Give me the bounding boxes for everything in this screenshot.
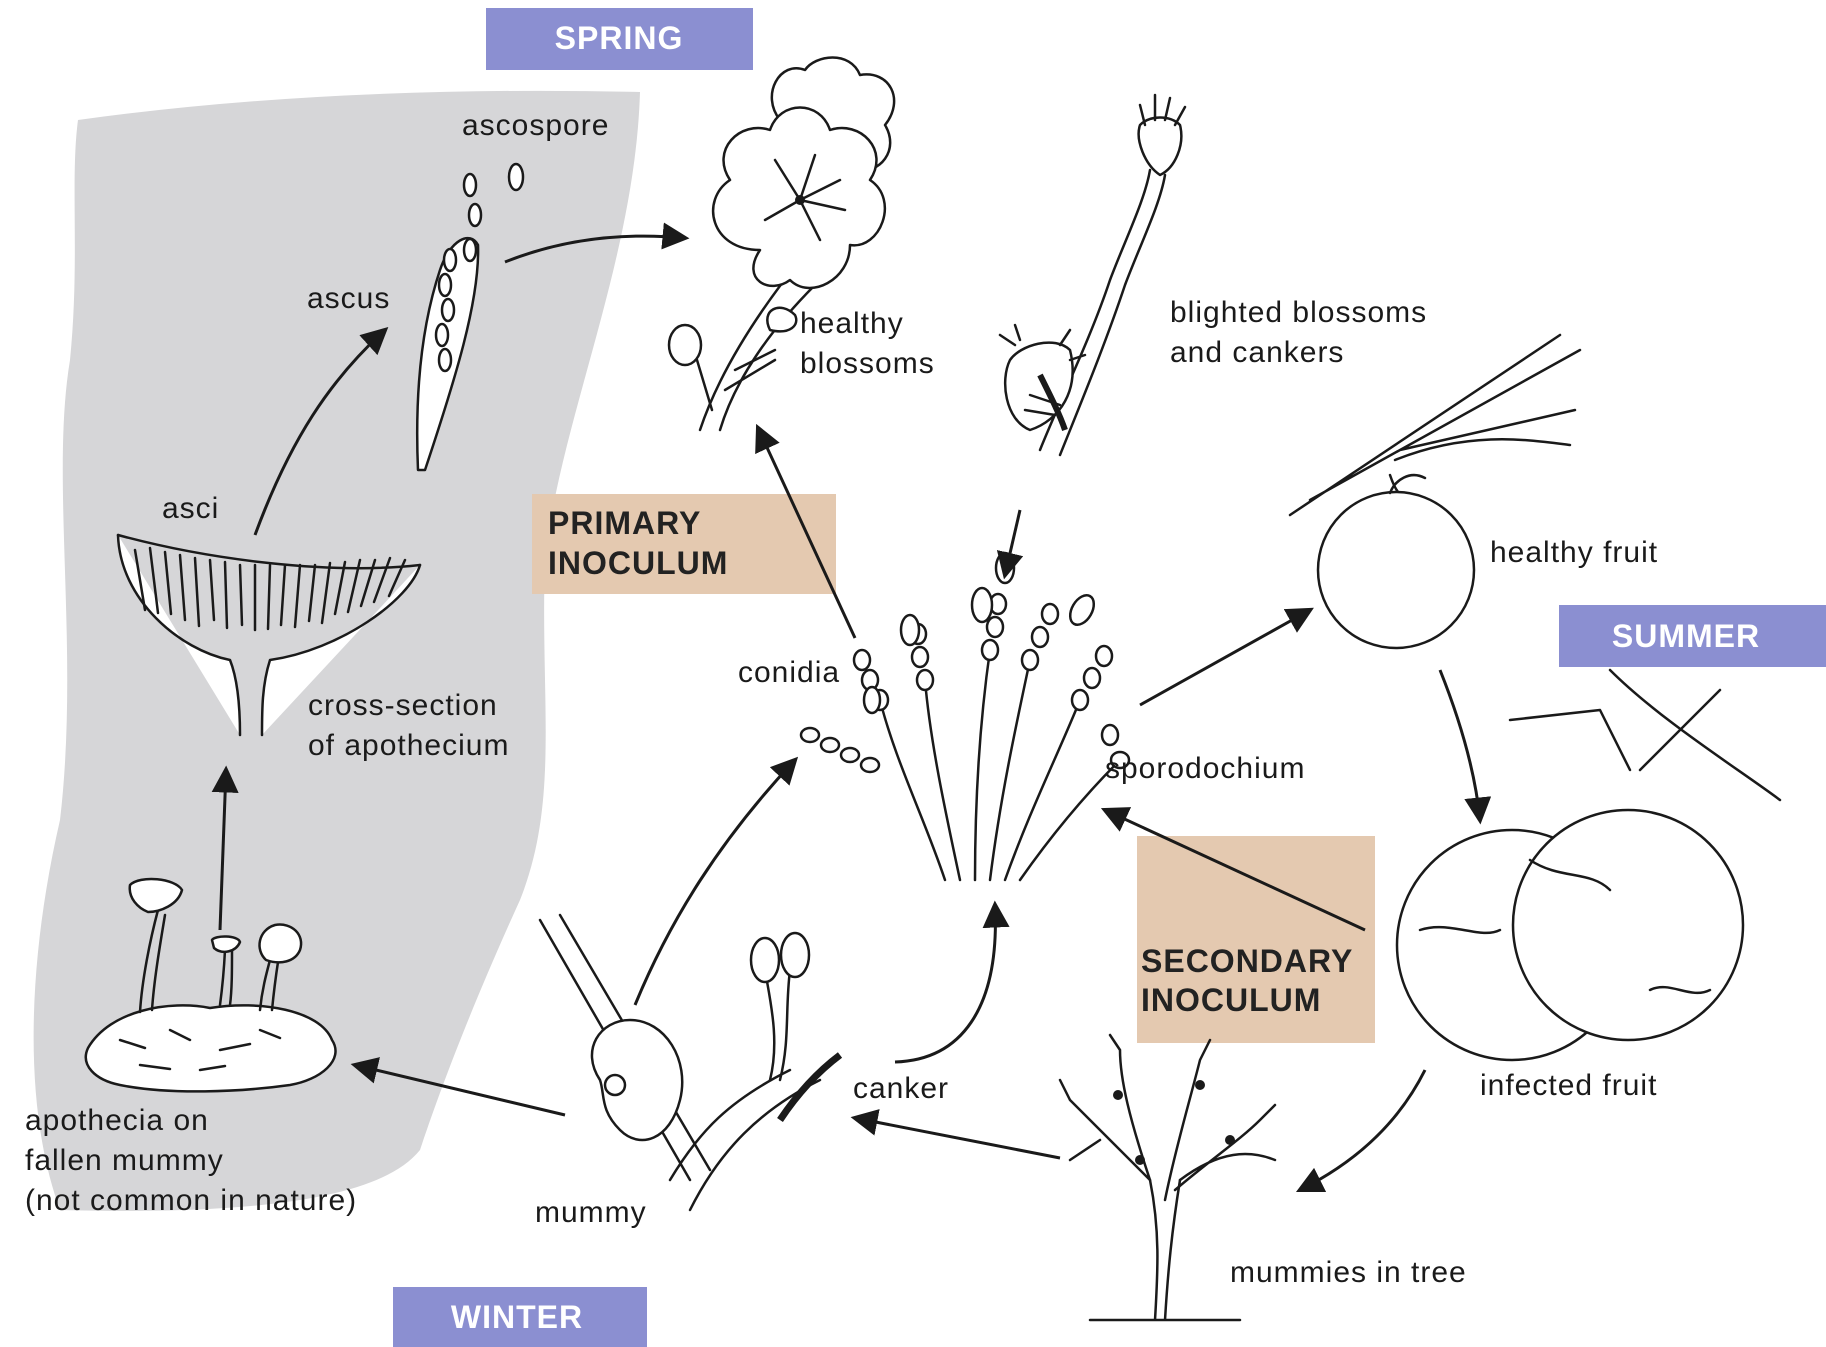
- asci-label: asci: [162, 492, 219, 525]
- apothecia-label-line3: (not common in nature): [25, 1184, 357, 1217]
- ascospore-icon: [509, 164, 523, 190]
- summer-badge: SUMMER: [1559, 605, 1826, 667]
- secondary-inoculum-line2: INOCULUM: [1141, 982, 1321, 1018]
- healthy-fruit-label: healthy fruit: [1490, 536, 1658, 569]
- primary-inoculum-line2: INOCULUM: [548, 545, 728, 581]
- mummy-branch-icon: [540, 915, 840, 1210]
- canker-label: canker: [853, 1072, 949, 1105]
- conidia-label: conidia: [738, 656, 840, 689]
- apothecia-label-line2: fallen mummy: [25, 1144, 224, 1177]
- secondary-inoculum-line1: SECONDARY: [1141, 943, 1353, 979]
- secondary-inoculum-box: SECONDARY INOCULUM: [1137, 836, 1375, 1043]
- blighted-blossom-icon: [1000, 95, 1185, 455]
- primary-inoculum-box: PRIMARY INOCULUM: [532, 494, 836, 594]
- primary-inoculum-line1: PRIMARY: [548, 505, 701, 541]
- infected-fruit-icon: [1397, 670, 1780, 1060]
- ascospore-label: ascospore: [462, 109, 609, 142]
- ascus-label: ascus: [307, 282, 390, 315]
- infected-fruit-label: infected fruit: [1480, 1069, 1657, 1102]
- cross-section-label-line2: of apothecium: [308, 729, 509, 762]
- blighted-label-line2: and cankers: [1170, 336, 1344, 369]
- blighted-label-line1: blighted blossoms: [1170, 296, 1427, 329]
- fruit-icon: [1290, 335, 1580, 648]
- mummy-label: mummy: [535, 1196, 647, 1229]
- summer-label: SUMMER: [1612, 618, 1760, 654]
- healthy-blossoms-label-line1: healthy: [800, 307, 904, 340]
- winter-label: WINTER: [451, 1299, 583, 1335]
- spring-label: SPRING: [555, 20, 684, 56]
- healthy-blossoms-label-line2: blossoms: [800, 347, 935, 380]
- mummies-in-tree-label: mummies in tree: [1230, 1256, 1467, 1289]
- spring-badge: SPRING: [486, 8, 753, 70]
- winter-badge: WINTER: [393, 1287, 647, 1347]
- apothecia-label-line1: apothecia on: [25, 1104, 209, 1137]
- sporodochium-icon: [801, 553, 1129, 880]
- sporodochium-label: sporodochium: [1105, 752, 1305, 785]
- cross-section-label-line1: cross-section: [308, 689, 498, 722]
- conidia-spores: [864, 553, 1099, 713]
